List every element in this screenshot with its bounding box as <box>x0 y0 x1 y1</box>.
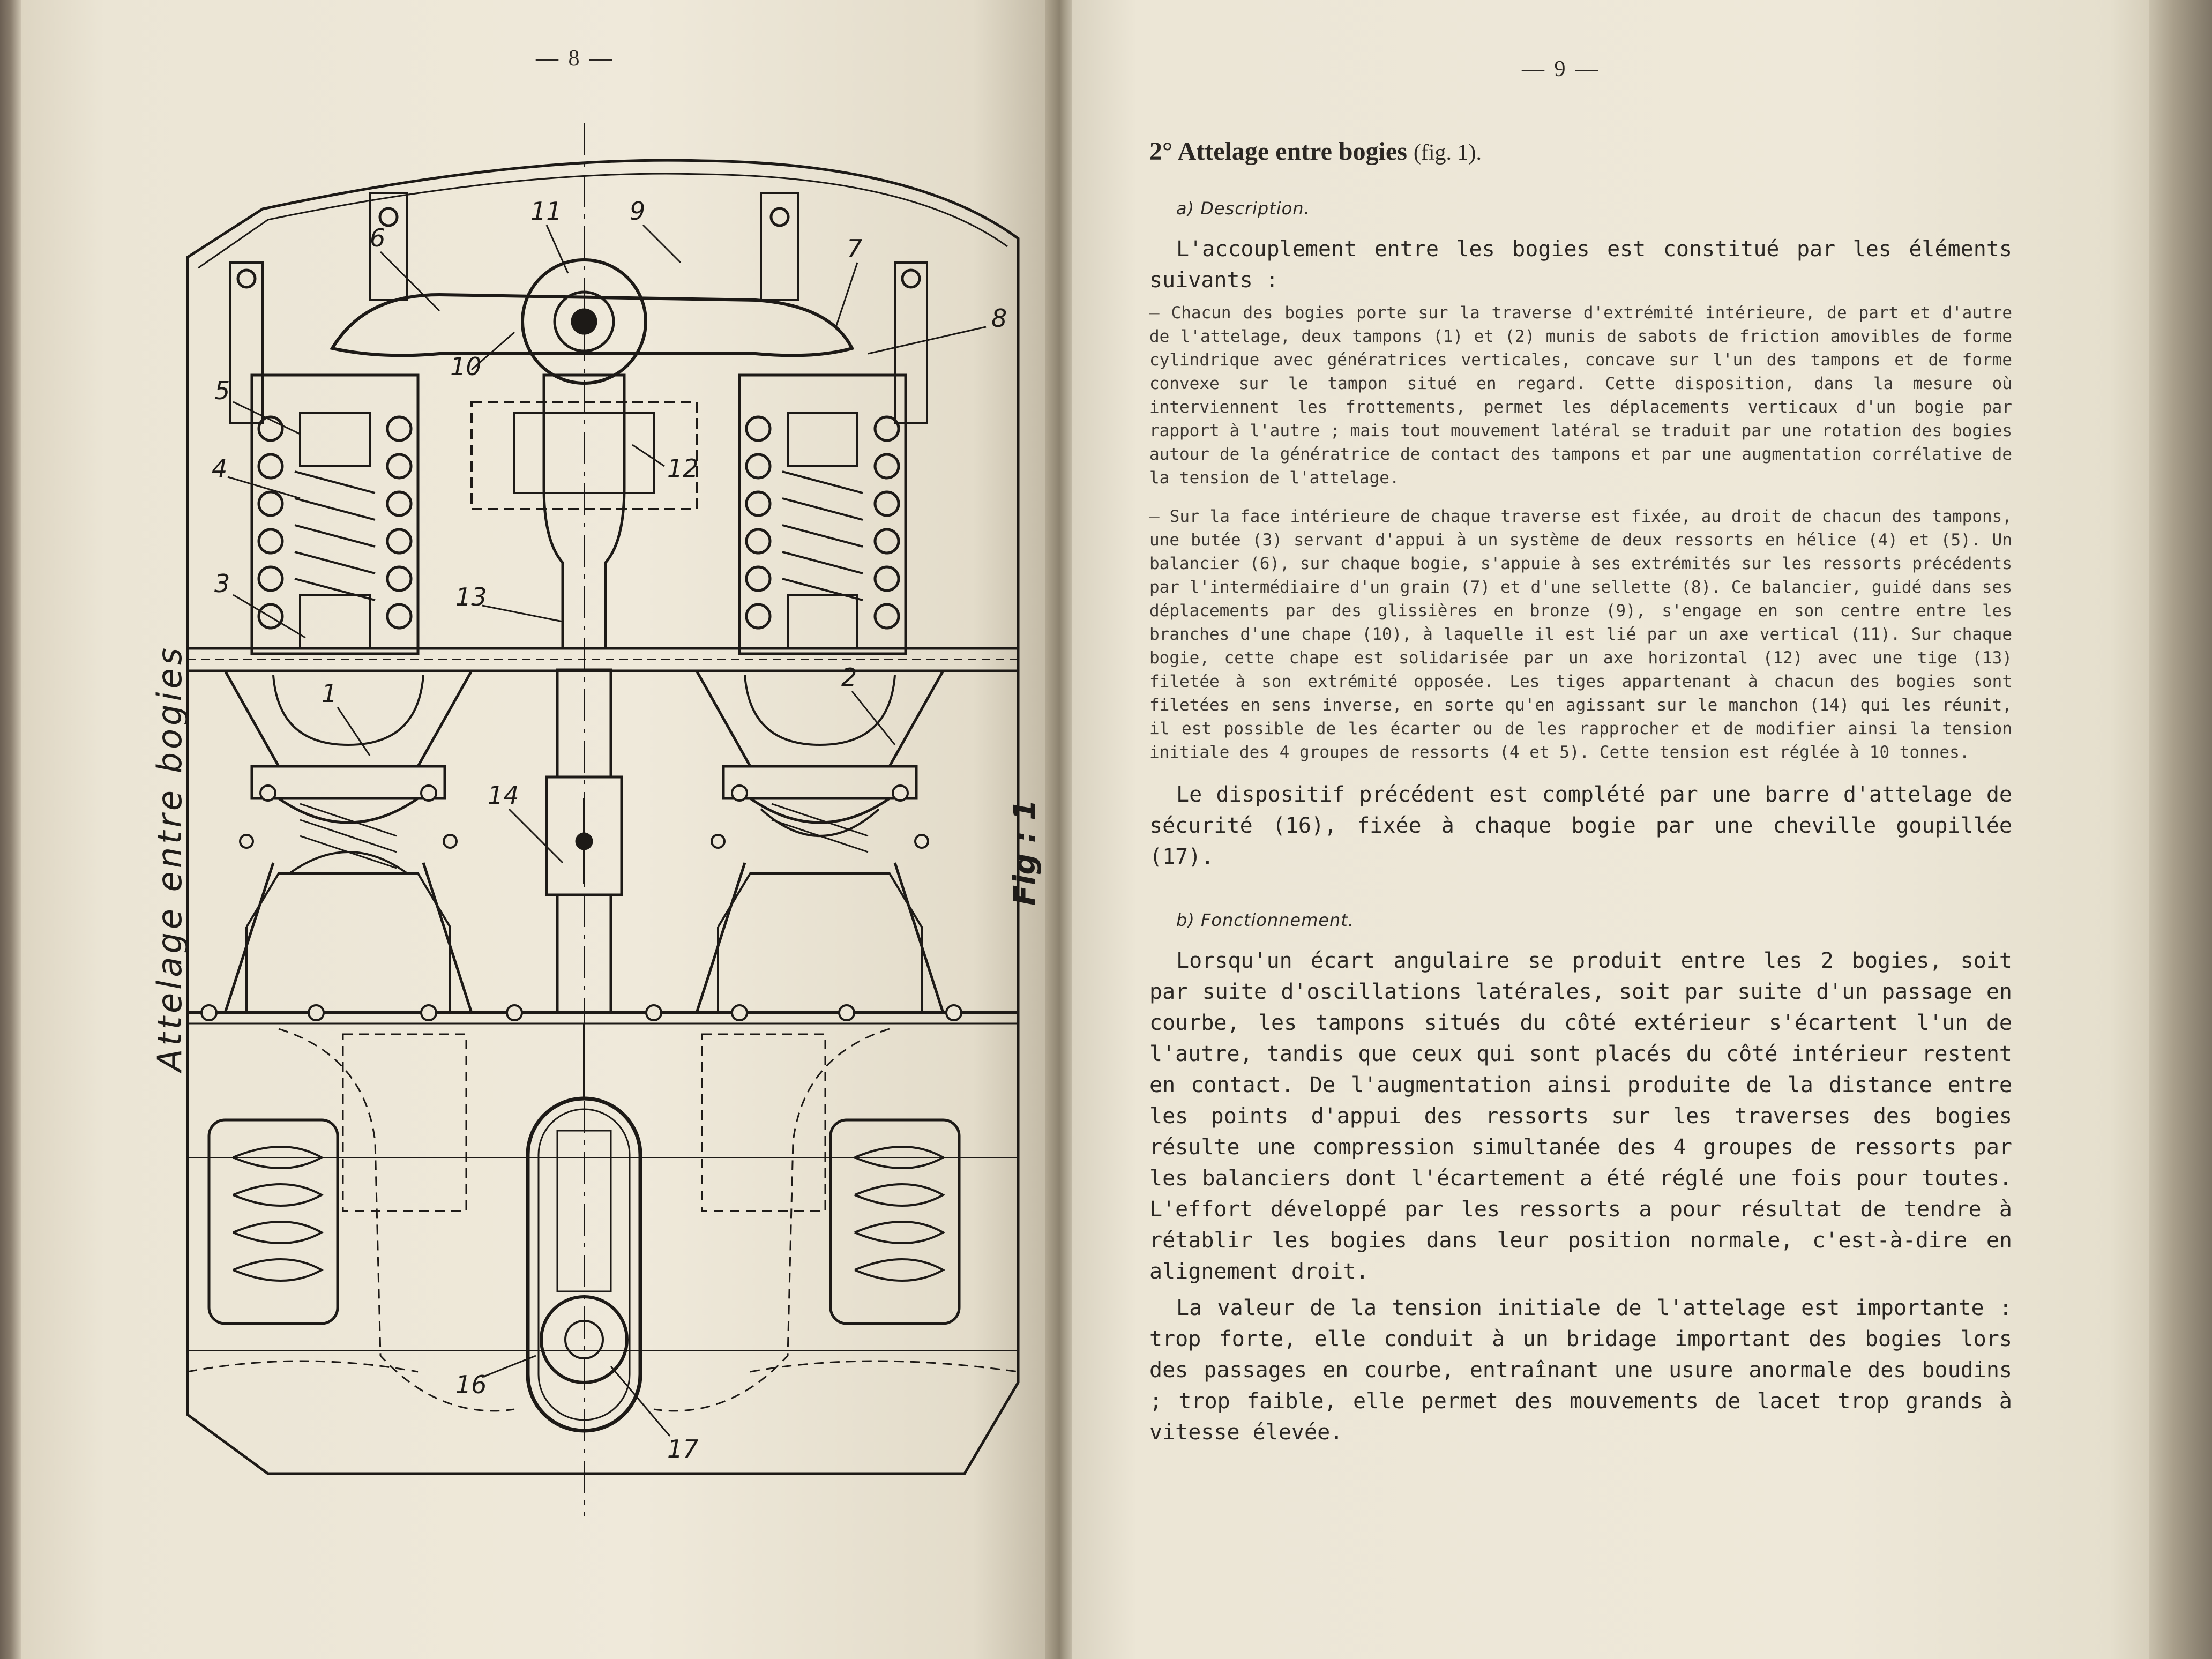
callout-16: 16 <box>455 1370 487 1399</box>
technical-drawing: 1 2 3 4 5 6 7 8 9 10 11 12 13 14 16 17 <box>186 123 1020 1516</box>
callout-4: 4 <box>212 454 227 483</box>
callout-8: 8 <box>991 304 1007 333</box>
right-page <box>1072 0 2165 1659</box>
callout-17: 17 <box>667 1434 699 1463</box>
callout-13: 13 <box>455 582 487 611</box>
section-number: 2° <box>1149 137 1173 166</box>
section-title: 2° Attelage entre bogies (fig. 1). <box>1149 137 2012 166</box>
item-ressorts: — Sur la face intérieure de chaque trave… <box>1149 505 2012 764</box>
figure-side-label: Attelage entre bogies <box>150 644 189 1072</box>
callout-9: 9 <box>630 197 645 226</box>
item-ressorts-text: Sur la face intérieure de chaque travers… <box>1149 507 2012 762</box>
subsection-fonctionnement: b) Fonctionnement. <box>1176 910 1354 930</box>
page-edge <box>2149 0 2212 1659</box>
callout-10: 10 <box>450 352 482 381</box>
callout-14: 14 <box>488 781 519 810</box>
callout-11: 11 <box>530 197 562 226</box>
figure-caption: Fig : 1 <box>1007 799 1042 906</box>
item-dash: — <box>1149 303 1171 323</box>
right-page-text: 2° Attelage entre bogies (fig. 1). a) De… <box>1149 137 2012 1453</box>
intro-paragraph: L'accouplement entre les bogies est cons… <box>1149 237 2012 293</box>
callout-6: 6 <box>370 223 385 252</box>
section-title-text: Attelage entre bogies <box>1177 137 1407 166</box>
callout-5: 5 <box>214 376 230 405</box>
item-tampons: — Chacun des bogies porte sur la travers… <box>1149 301 2012 490</box>
right-page-number: — 9 — <box>1522 57 1600 81</box>
callout-12: 12 <box>667 454 699 483</box>
callout-1: 1 <box>322 679 337 708</box>
fonctionnement-paragraph-2: La valeur de la tension initiale de l'at… <box>1149 1296 2012 1445</box>
complement-paragraph: Le dispositif précédent est complété par… <box>1149 782 2012 869</box>
fonctionnement-paragraph-1: Lorsqu'un écart angulaire se produit ent… <box>1149 948 2012 1284</box>
item-dash: — <box>1149 507 1170 526</box>
item-tampons-text: Chacun des bogies porte sur la traverse … <box>1149 303 2012 488</box>
left-page-number: — 8 — <box>536 46 614 71</box>
callout-3: 3 <box>214 569 230 598</box>
callout-7: 7 <box>847 234 862 263</box>
callout-2: 2 <box>841 663 857 692</box>
subsection-description: a) Description. <box>1176 198 1310 219</box>
section-figure-ref: (fig. 1). <box>1413 140 1482 165</box>
